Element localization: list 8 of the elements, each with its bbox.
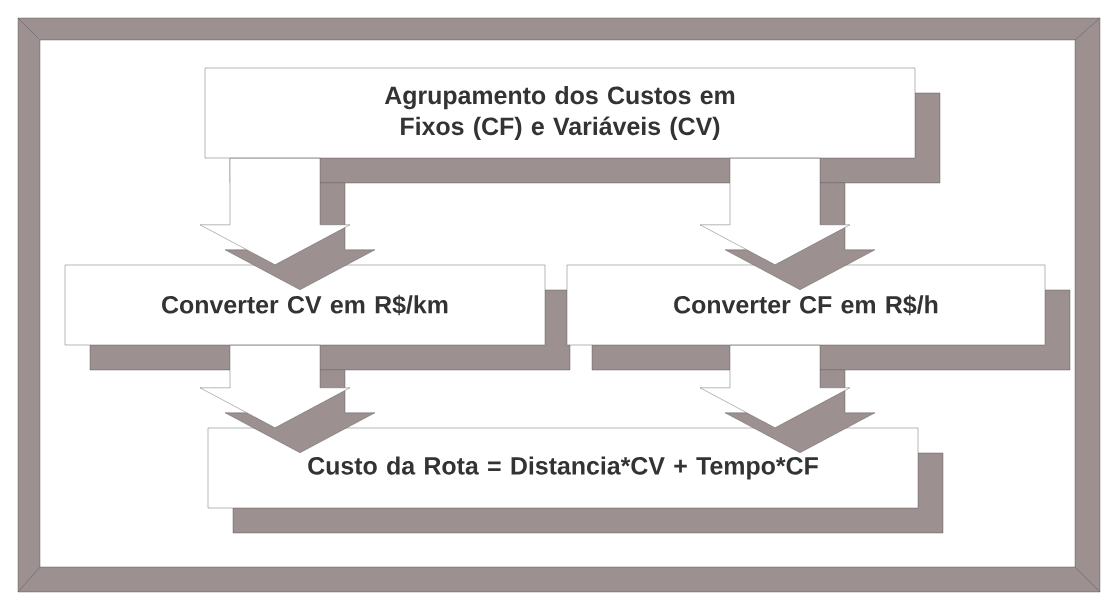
block-arrow xyxy=(699,345,876,453)
block-arrow xyxy=(699,158,876,290)
block-arrow xyxy=(199,345,376,453)
process-box: Converter CV em R$/km xyxy=(64,264,571,371)
process-box: Agrupamento dos Custos em Fixos (CF) e Variáveis (CV) xyxy=(204,67,941,184)
process-box: Converter CF em R$/h xyxy=(566,264,1071,371)
process-box: Custo da Rota = Distancia*CV + Tempo*CF xyxy=(207,427,944,534)
block-arrow xyxy=(199,158,376,290)
